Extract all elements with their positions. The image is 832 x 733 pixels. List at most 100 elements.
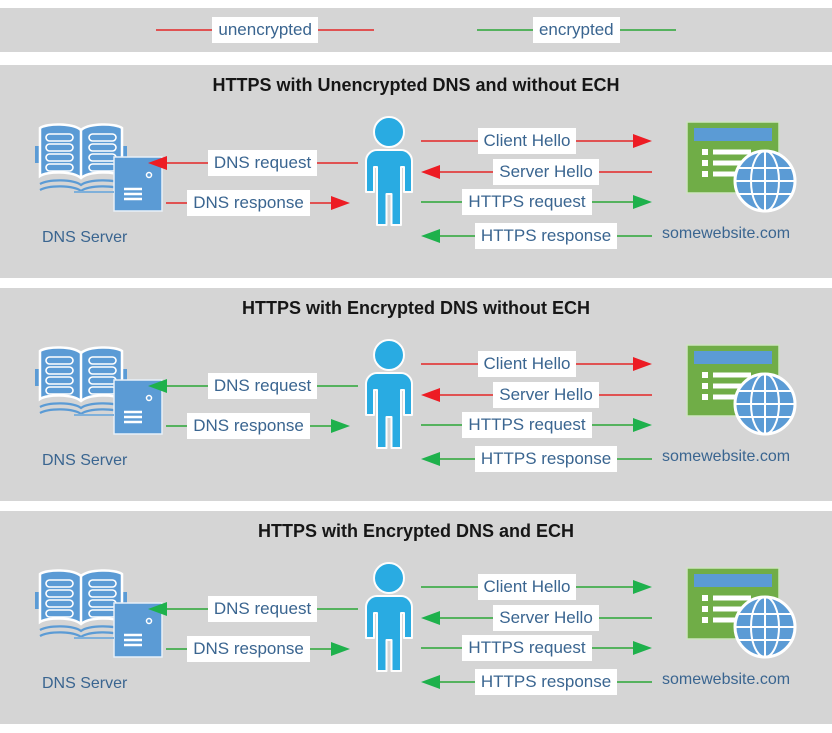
legend-item-unencrypted: unencrypted: [156, 17, 374, 43]
dns-book-icon: [35, 346, 127, 416]
message-https-request: HTTPS request: [421, 635, 652, 661]
person-icon: [365, 562, 413, 672]
message-https-response: HTTPS response: [421, 223, 653, 249]
message-label: DNS response: [187, 190, 310, 216]
message-line: [598, 171, 653, 173]
message-label: Server Hello: [493, 159, 599, 185]
legend-bar: unencrypted encrypted: [0, 8, 832, 52]
message-client-hello: Client Hello: [421, 351, 652, 377]
website-label: somewebsite.com: [662, 448, 791, 465]
globe-icon: [733, 595, 797, 659]
legend-label: encrypted: [532, 17, 620, 43]
message-line: [309, 202, 331, 204]
message-line: [421, 201, 463, 203]
dns-book-icon: [35, 569, 127, 639]
message-client-hello: Client Hello: [421, 574, 652, 600]
dns-server-tower-icon: [113, 602, 163, 658]
message-dns-response: DNS response: [166, 413, 350, 439]
message-dns-response: DNS response: [166, 636, 350, 662]
arrowhead-left-icon: [421, 675, 440, 689]
message-line: [576, 363, 633, 365]
message-label: DNS response: [187, 636, 310, 662]
message-label: HTTPS request: [462, 635, 592, 661]
message-line: [576, 140, 633, 142]
message-line: [617, 458, 653, 460]
book-server-connector: [74, 414, 114, 416]
message-label: Server Hello: [493, 605, 599, 631]
message-line: [421, 140, 478, 142]
arrowhead-right-icon: [633, 580, 652, 594]
message-line: [167, 385, 208, 387]
message-line: [591, 424, 633, 426]
arrowhead-right-icon: [331, 196, 350, 210]
message-line: [421, 363, 478, 365]
message-label: DNS request: [207, 596, 318, 622]
message-line: [440, 394, 494, 396]
arrowhead-left-icon: [421, 165, 440, 179]
dns-server-tower-icon: [113, 156, 163, 212]
legend-line: [476, 29, 533, 31]
message-https-response: HTTPS response: [421, 446, 653, 472]
message-label: Client Hello: [477, 128, 577, 154]
message-label: HTTPS request: [462, 412, 592, 438]
website-label: somewebsite.com: [662, 225, 791, 242]
message-line: [591, 647, 633, 649]
arrowhead-right-icon: [633, 195, 652, 209]
panel-1: HTTPS with Unencrypted DNS and without E…: [0, 65, 832, 278]
dns-server-label: DNS Server: [42, 675, 128, 692]
arrowhead-right-icon: [633, 357, 652, 371]
panel-title: HTTPS with Encrypted DNS without ECH: [241, 298, 590, 318]
message-label: HTTPS response: [474, 669, 618, 695]
message-line: [440, 458, 475, 460]
message-https-request: HTTPS request: [421, 189, 652, 215]
message-server-hello: Server Hello: [421, 382, 653, 408]
message-dns-request: DNS request: [148, 373, 359, 399]
arrowhead-left-icon: [421, 229, 440, 243]
arrowhead-right-icon: [633, 418, 652, 432]
message-line: [591, 201, 633, 203]
message-label: HTTPS request: [462, 189, 592, 215]
message-label: DNS request: [207, 373, 318, 399]
arrowhead-left-icon: [421, 611, 440, 625]
website-icon: [686, 344, 797, 436]
website-label: somewebsite.com: [662, 671, 791, 688]
arrowhead-right-icon: [331, 642, 350, 656]
message-label: HTTPS response: [474, 223, 618, 249]
website-icon: [686, 121, 797, 213]
message-line: [421, 424, 463, 426]
message-line: [440, 617, 494, 619]
message-dns-request: DNS request: [148, 150, 359, 176]
arrowhead-left-icon: [148, 156, 167, 170]
message-line: [440, 235, 475, 237]
arrowhead-left-icon: [148, 602, 167, 616]
message-dns-request: DNS request: [148, 596, 359, 622]
person-icon: [365, 339, 413, 449]
message-line: [309, 648, 331, 650]
arrowhead-left-icon: [421, 388, 440, 402]
legend-label: unencrypted: [212, 17, 318, 43]
message-line: [317, 162, 359, 164]
legend-line: [619, 29, 676, 31]
message-client-hello: Client Hello: [421, 128, 652, 154]
legend-item-encrypted: encrypted: [476, 17, 676, 43]
panel-3: HTTPS with Encrypted DNS and ECH DN: [0, 511, 832, 724]
message-label: Client Hello: [477, 351, 577, 377]
legend-line: [156, 29, 213, 31]
message-label: Server Hello: [493, 382, 599, 408]
book-server-connector: [74, 191, 114, 193]
message-label: Client Hello: [477, 574, 577, 600]
dns-server-label: DNS Server: [42, 452, 128, 469]
panel-title: HTTPS with Unencrypted DNS and without E…: [212, 75, 620, 95]
message-line: [166, 648, 188, 650]
message-label: HTTPS response: [474, 446, 618, 472]
message-label: DNS request: [207, 150, 318, 176]
message-line: [167, 608, 208, 610]
diagram-page: { "legend": { "items": [ { "label": "une…: [0, 8, 832, 733]
message-line: [440, 171, 494, 173]
message-line: [421, 586, 478, 588]
message-server-hello: Server Hello: [421, 605, 653, 631]
message-line: [317, 608, 359, 610]
message-line: [309, 425, 331, 427]
message-line: [617, 235, 653, 237]
website-icon: [686, 567, 797, 659]
